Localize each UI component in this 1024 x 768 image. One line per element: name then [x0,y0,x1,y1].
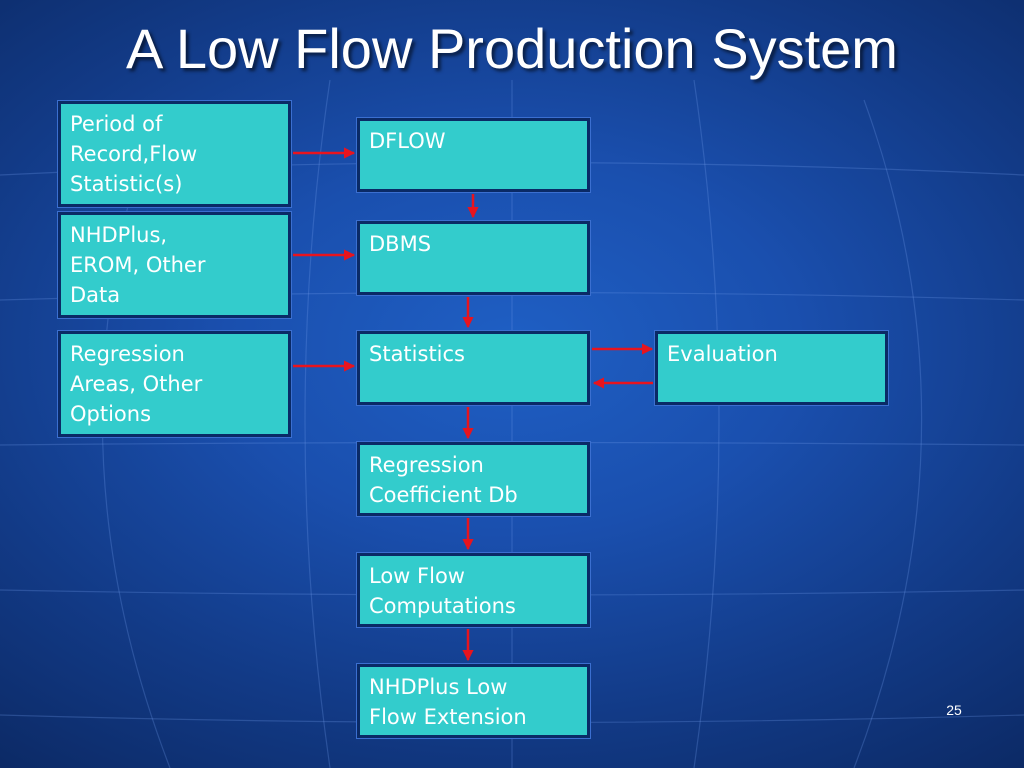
box-regression-areas: Regression Areas, Other Options [58,331,291,437]
box-nhdplus-low-flow-extension: NHDPlus Low Flow Extension [357,664,590,738]
box-period-of-record: Period of Record,Flow Statistic(s) [58,101,291,207]
box-dbms: DBMS [357,221,590,295]
box-evaluation: Evaluation [655,331,888,405]
box-dflow: DFLOW [357,118,590,192]
box-nhdplus-erom: NHDPlus, EROM, Other Data [58,212,291,318]
box-statistics: Statistics [357,331,590,405]
box-regression-coefficient-db: Regression Coefficient Db [357,442,590,516]
box-low-flow-computations: Low Flow Computations [357,553,590,627]
slide-title: A Low Flow Production System [126,17,898,80]
slide-number: 25 [946,702,962,718]
